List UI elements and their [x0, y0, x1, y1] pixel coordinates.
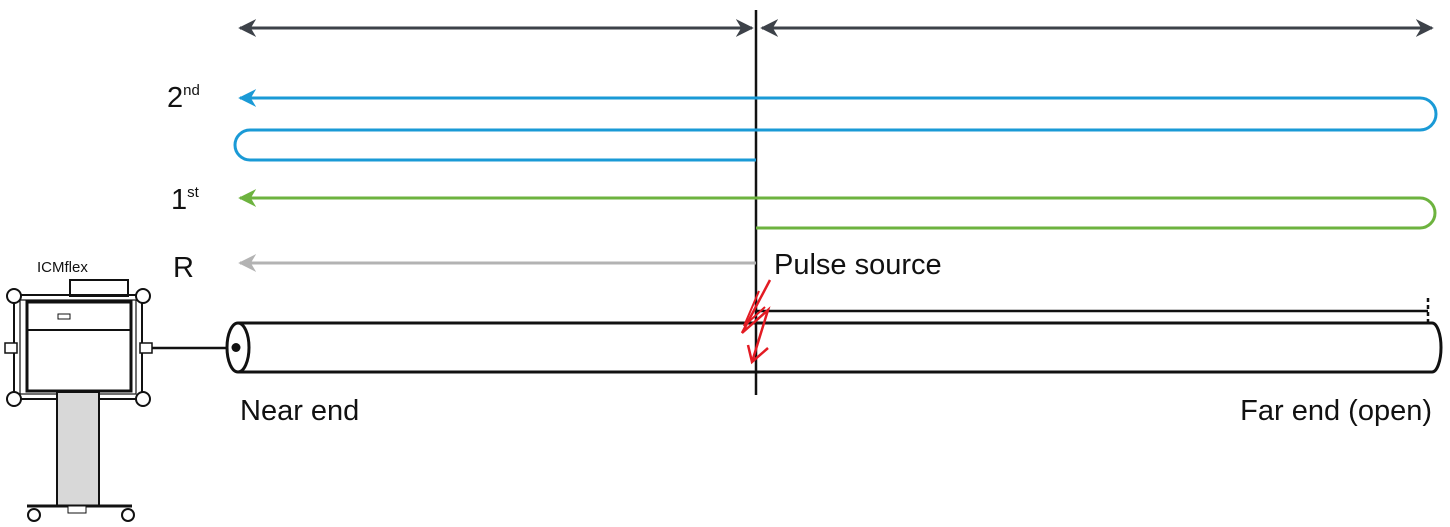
- first-reflection-path: [238, 189, 1437, 230]
- lightning-bolt-icon: [740, 279, 772, 365]
- cable: [225, 298, 1443, 374]
- near-end-label: Near end: [240, 395, 359, 427]
- label-1st: 1st: [171, 184, 200, 216]
- cable-far-end-cap: [1431, 321, 1443, 374]
- label-r: R: [173, 252, 194, 284]
- test-van-icon: ICMflex: [4, 259, 153, 522]
- device-name-label: ICMflex: [37, 259, 88, 276]
- far-end-label: Far end (open): [1240, 395, 1432, 427]
- second-reflection-path: [233, 89, 1438, 162]
- pulse-source-label: Pulse source: [774, 249, 942, 281]
- label-2nd: 2nd: [167, 82, 200, 114]
